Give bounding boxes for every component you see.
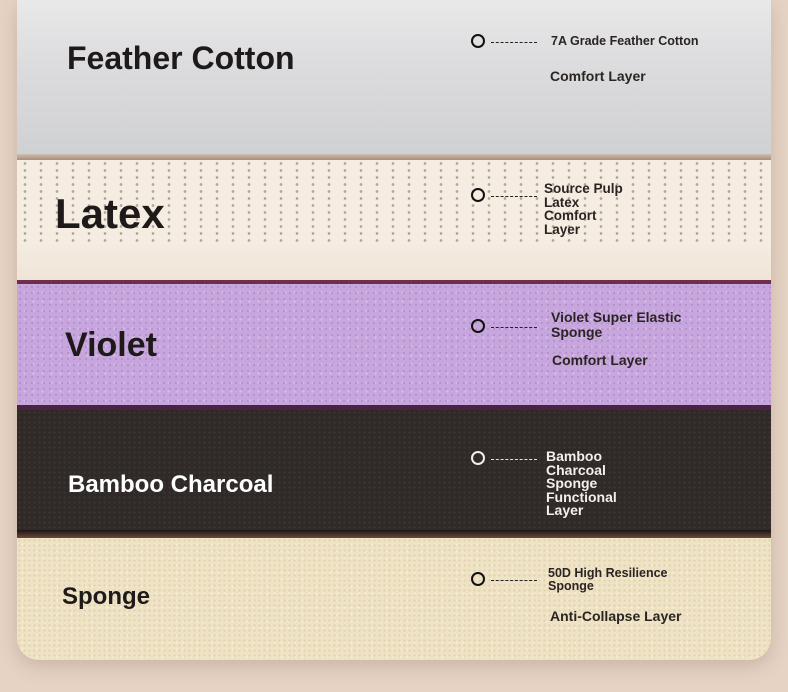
- layer-marker-icon: [471, 188, 485, 202]
- latex-perforation-pattern: [17, 160, 771, 244]
- layer-spec: 7A Grade Feather Cotton: [551, 34, 699, 48]
- layer-spec: Violet Super Elastic Sponge: [551, 309, 682, 340]
- leader-line: [491, 580, 537, 581]
- layer-title: Violet: [65, 326, 157, 364]
- latex-edge: [17, 244, 771, 280]
- layer-function: Comfort Layer: [550, 68, 646, 84]
- leader-line: [491, 196, 537, 197]
- leader-line: [491, 459, 537, 460]
- layer-marker-icon: [471, 451, 485, 465]
- layer-title: Feather Cotton: [67, 40, 295, 76]
- layer-spec: Bamboo Charcoal Sponge Functional Layer: [546, 448, 617, 519]
- layer-feather-cotton: Feather Cotton 7A Grade Feather Cotton C…: [17, 0, 771, 160]
- layer-bamboo-charcoal: Bamboo Charcoal Bamboo Charcoal Sponge F…: [17, 410, 771, 538]
- leader-line: [491, 327, 537, 328]
- layer-function: Anti-Collapse Layer: [550, 608, 682, 624]
- layer-function: Comfort Layer: [552, 352, 648, 368]
- layer-marker-icon: [471, 34, 485, 48]
- layer-sponge: Sponge 50D High Resilience Sponge Anti-C…: [17, 538, 771, 660]
- mattress-layer-stack: Feather Cotton 7A Grade Feather Cotton C…: [17, 0, 771, 660]
- layer-violet: Violet Violet Super Elastic Sponge Comfo…: [17, 284, 771, 410]
- layer-latex: Latex Source Pulp Latex Comfort Layer: [17, 160, 771, 284]
- layer-title: Latex: [55, 190, 165, 237]
- leader-line: [491, 42, 537, 43]
- layer-title: Bamboo Charcoal: [68, 471, 274, 498]
- layer-marker-icon: [471, 572, 485, 586]
- layer-spec: Source Pulp Latex Comfort Layer: [544, 181, 623, 237]
- layer-marker-icon: [471, 319, 485, 333]
- layer-spec: 50D High Resilience Sponge: [548, 566, 668, 594]
- layer-title: Sponge: [62, 583, 150, 610]
